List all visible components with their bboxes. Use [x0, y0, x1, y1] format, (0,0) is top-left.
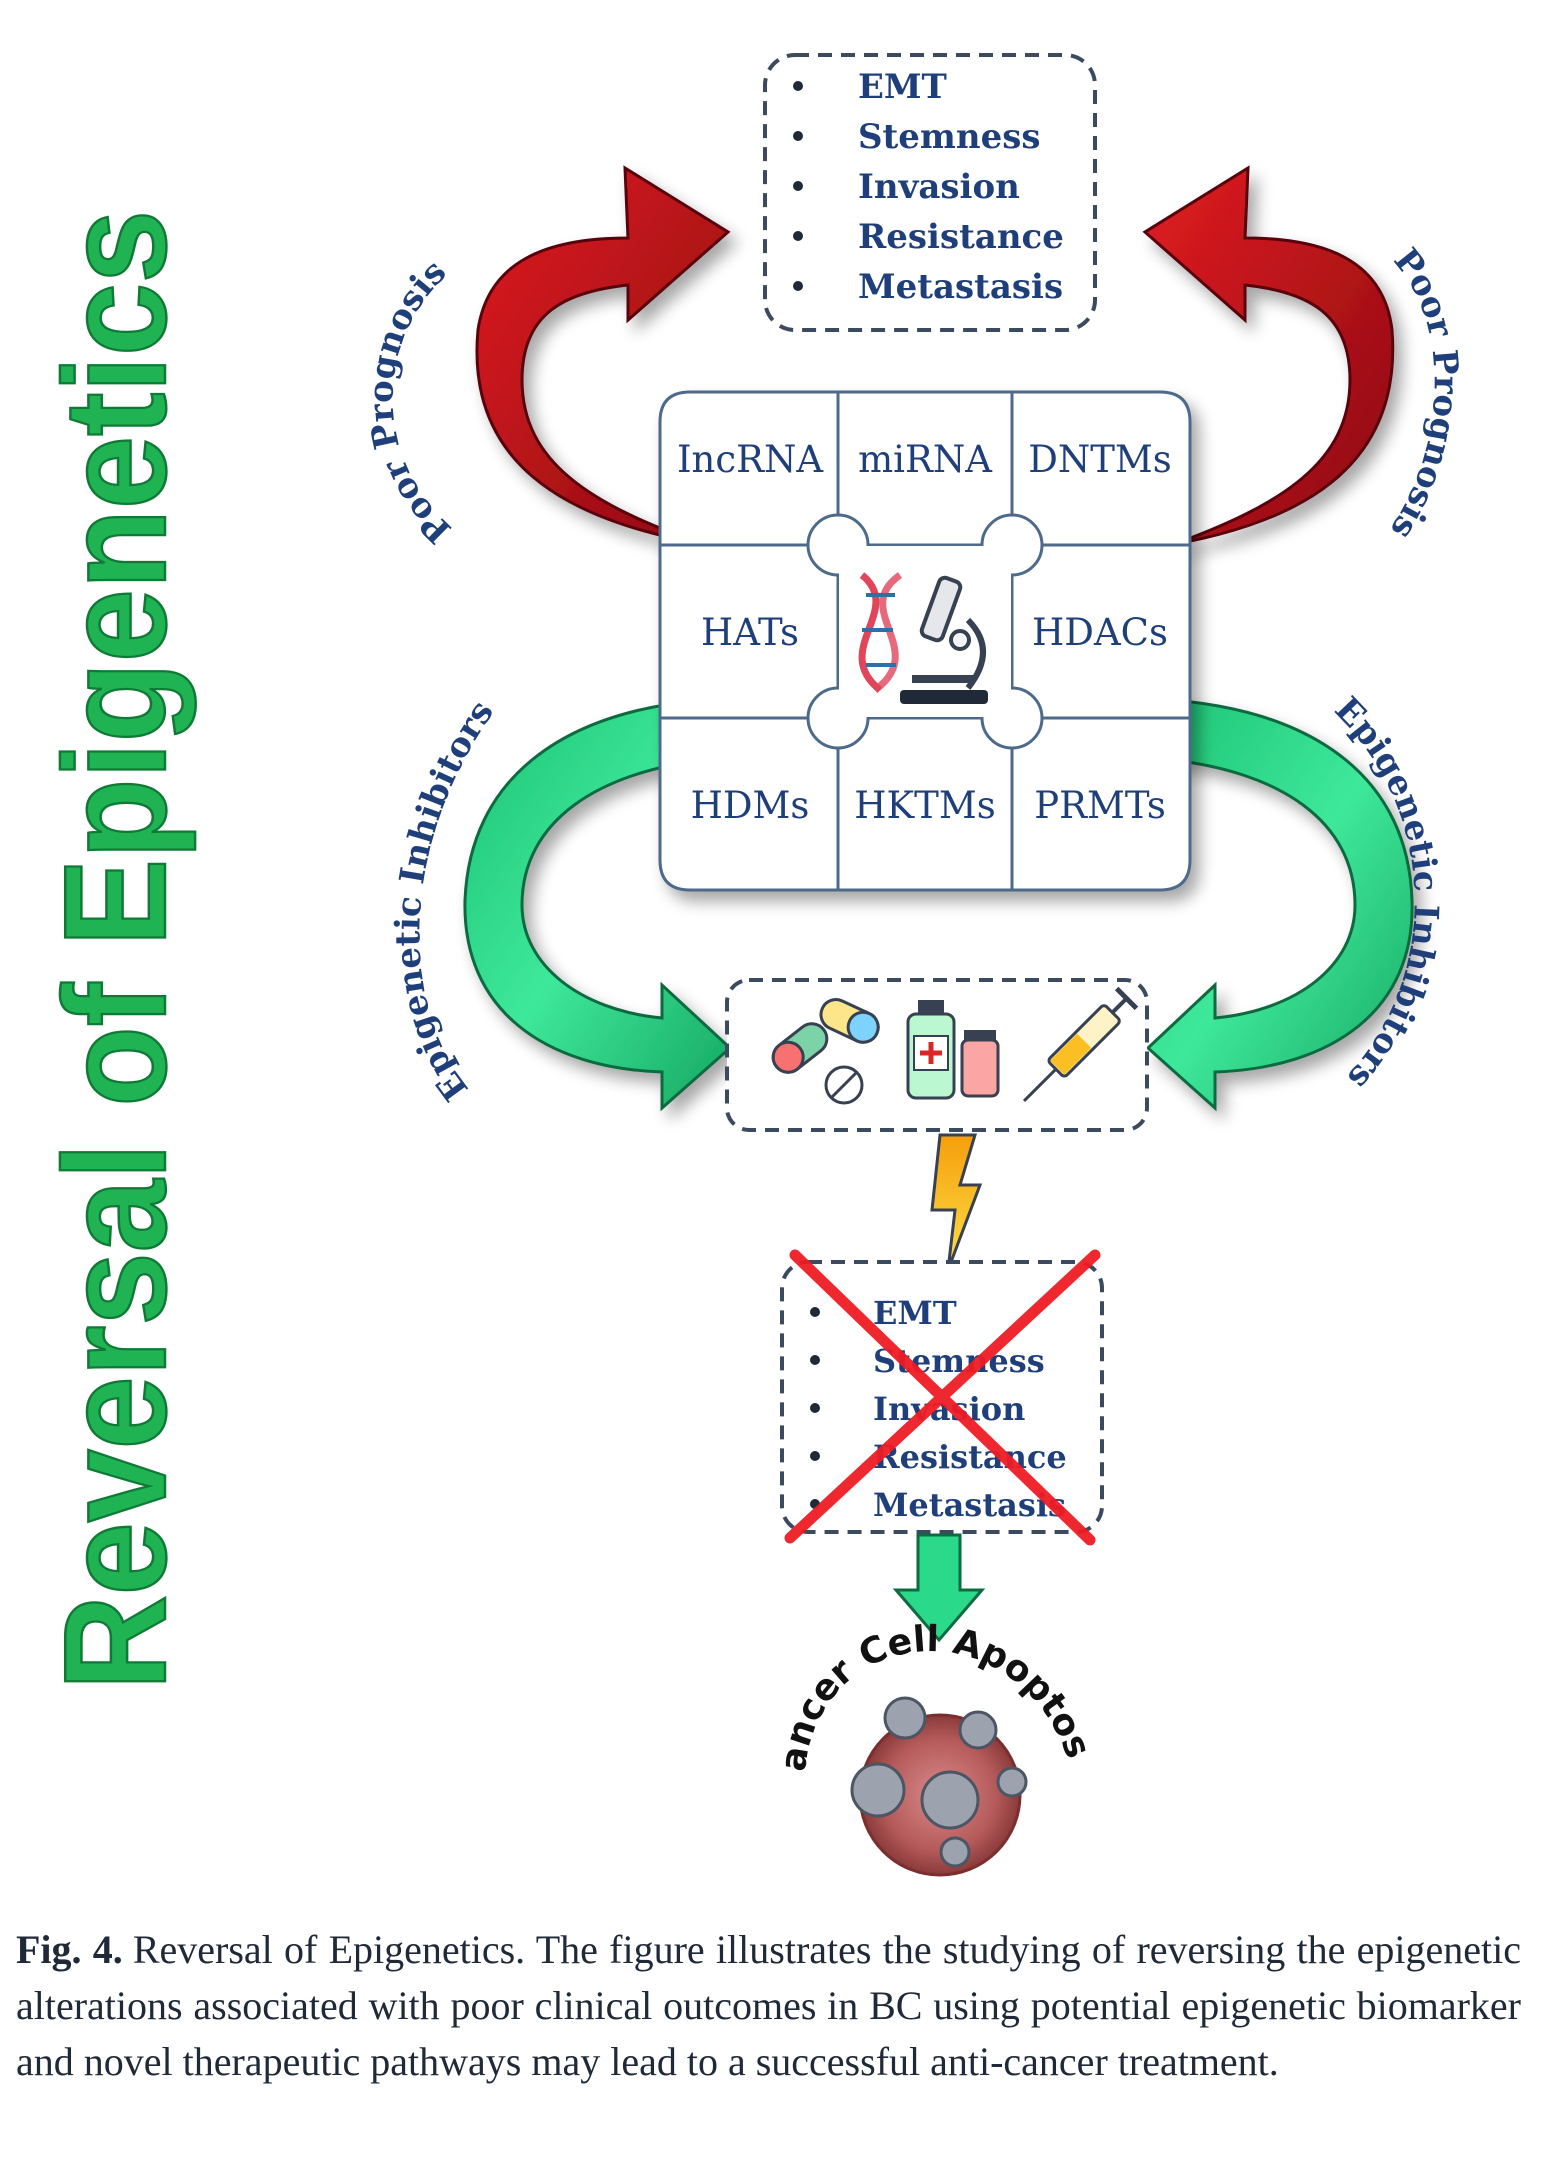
grid-label-hdacs: HDACs: [1032, 611, 1168, 654]
bullet: [810, 1355, 820, 1365]
bullet: [810, 1451, 820, 1461]
grid-label-mirna: miRNA: [858, 438, 993, 481]
figure-label: Fig. 4.: [16, 1927, 123, 1972]
bullet: [793, 231, 803, 241]
top-list-item: Invasion: [858, 167, 1020, 207]
top-list-item: Resistance: [858, 217, 1064, 257]
grid-label-incrna: IncRNA: [677, 438, 824, 481]
cancer-cell-icon: [850, 1696, 1028, 1877]
epigenetic-regulators-grid: [658, 390, 1192, 892]
bullet: [793, 281, 803, 291]
grid-label-hktms: HKTMs: [854, 784, 995, 827]
top-list-item: EMT: [858, 67, 947, 107]
red-cross-icon: [784, 1249, 1101, 1546]
poor-prognosis-label-right: Poor Prognosis: [1382, 241, 1466, 546]
bottom-list-item: Resistance: [873, 1438, 1067, 1476]
bullet: [793, 131, 803, 141]
top-outcomes-box: [763, 53, 1097, 332]
bullet: [810, 1403, 820, 1413]
bullet: [810, 1307, 820, 1317]
top-list-item: Metastasis: [858, 267, 1063, 307]
bullet: [793, 181, 803, 191]
poor-prognosis-label-left: Poor Prognosis: [361, 252, 459, 551]
poor-prognosis-arrow-left: [475, 165, 731, 547]
inhibitor-arrow-left: [463, 698, 733, 1112]
grid-label-hdms: HDMs: [691, 784, 810, 827]
dna-icon: [858, 572, 903, 693]
top-list-item: Stemness: [858, 117, 1041, 157]
syringe-icon: [1022, 986, 1139, 1103]
lightning-icon: [930, 1133, 983, 1271]
inhibitor-arrow-right: [1145, 698, 1414, 1112]
capsule-icon: [771, 998, 880, 1074]
bullet: [793, 81, 803, 91]
grid-labels: IncRNA miRNA DNTMs HATs HDACs HDMs HKTMs…: [677, 438, 1172, 827]
down-arrow-icon: [892, 1533, 986, 1643]
reversed-outcomes-list: EMT Stemness Invasion Resistance Metasta…: [810, 1294, 1067, 1524]
grid-label-prmts: PRMTs: [1034, 784, 1166, 827]
medicine-bottle-icon: [906, 1000, 1000, 1100]
grid-label-dntms: DNTMs: [1028, 438, 1172, 481]
caption-text: Reversal of Epigenetics. The figure illu…: [16, 1927, 1521, 2084]
bottom-list-item: EMT: [873, 1294, 957, 1332]
pill-icon: [824, 1065, 864, 1105]
top-outcomes-list: EMT Stemness Invasion Resistance Metasta…: [793, 67, 1064, 307]
figure-caption: Fig. 4.Reversal of Epigenetics. The figu…: [16, 1922, 1521, 2090]
epigenetics-figure: Reversal of Epigenetics EMT Stemness Inv…: [0, 0, 1466, 1877]
grid-label-hats: HATs: [701, 611, 799, 654]
microscope-icon: [900, 575, 988, 704]
poor-prognosis-arrow-right: [1142, 165, 1395, 547]
side-title: Reversal of Epigenetics: [34, 210, 196, 1690]
